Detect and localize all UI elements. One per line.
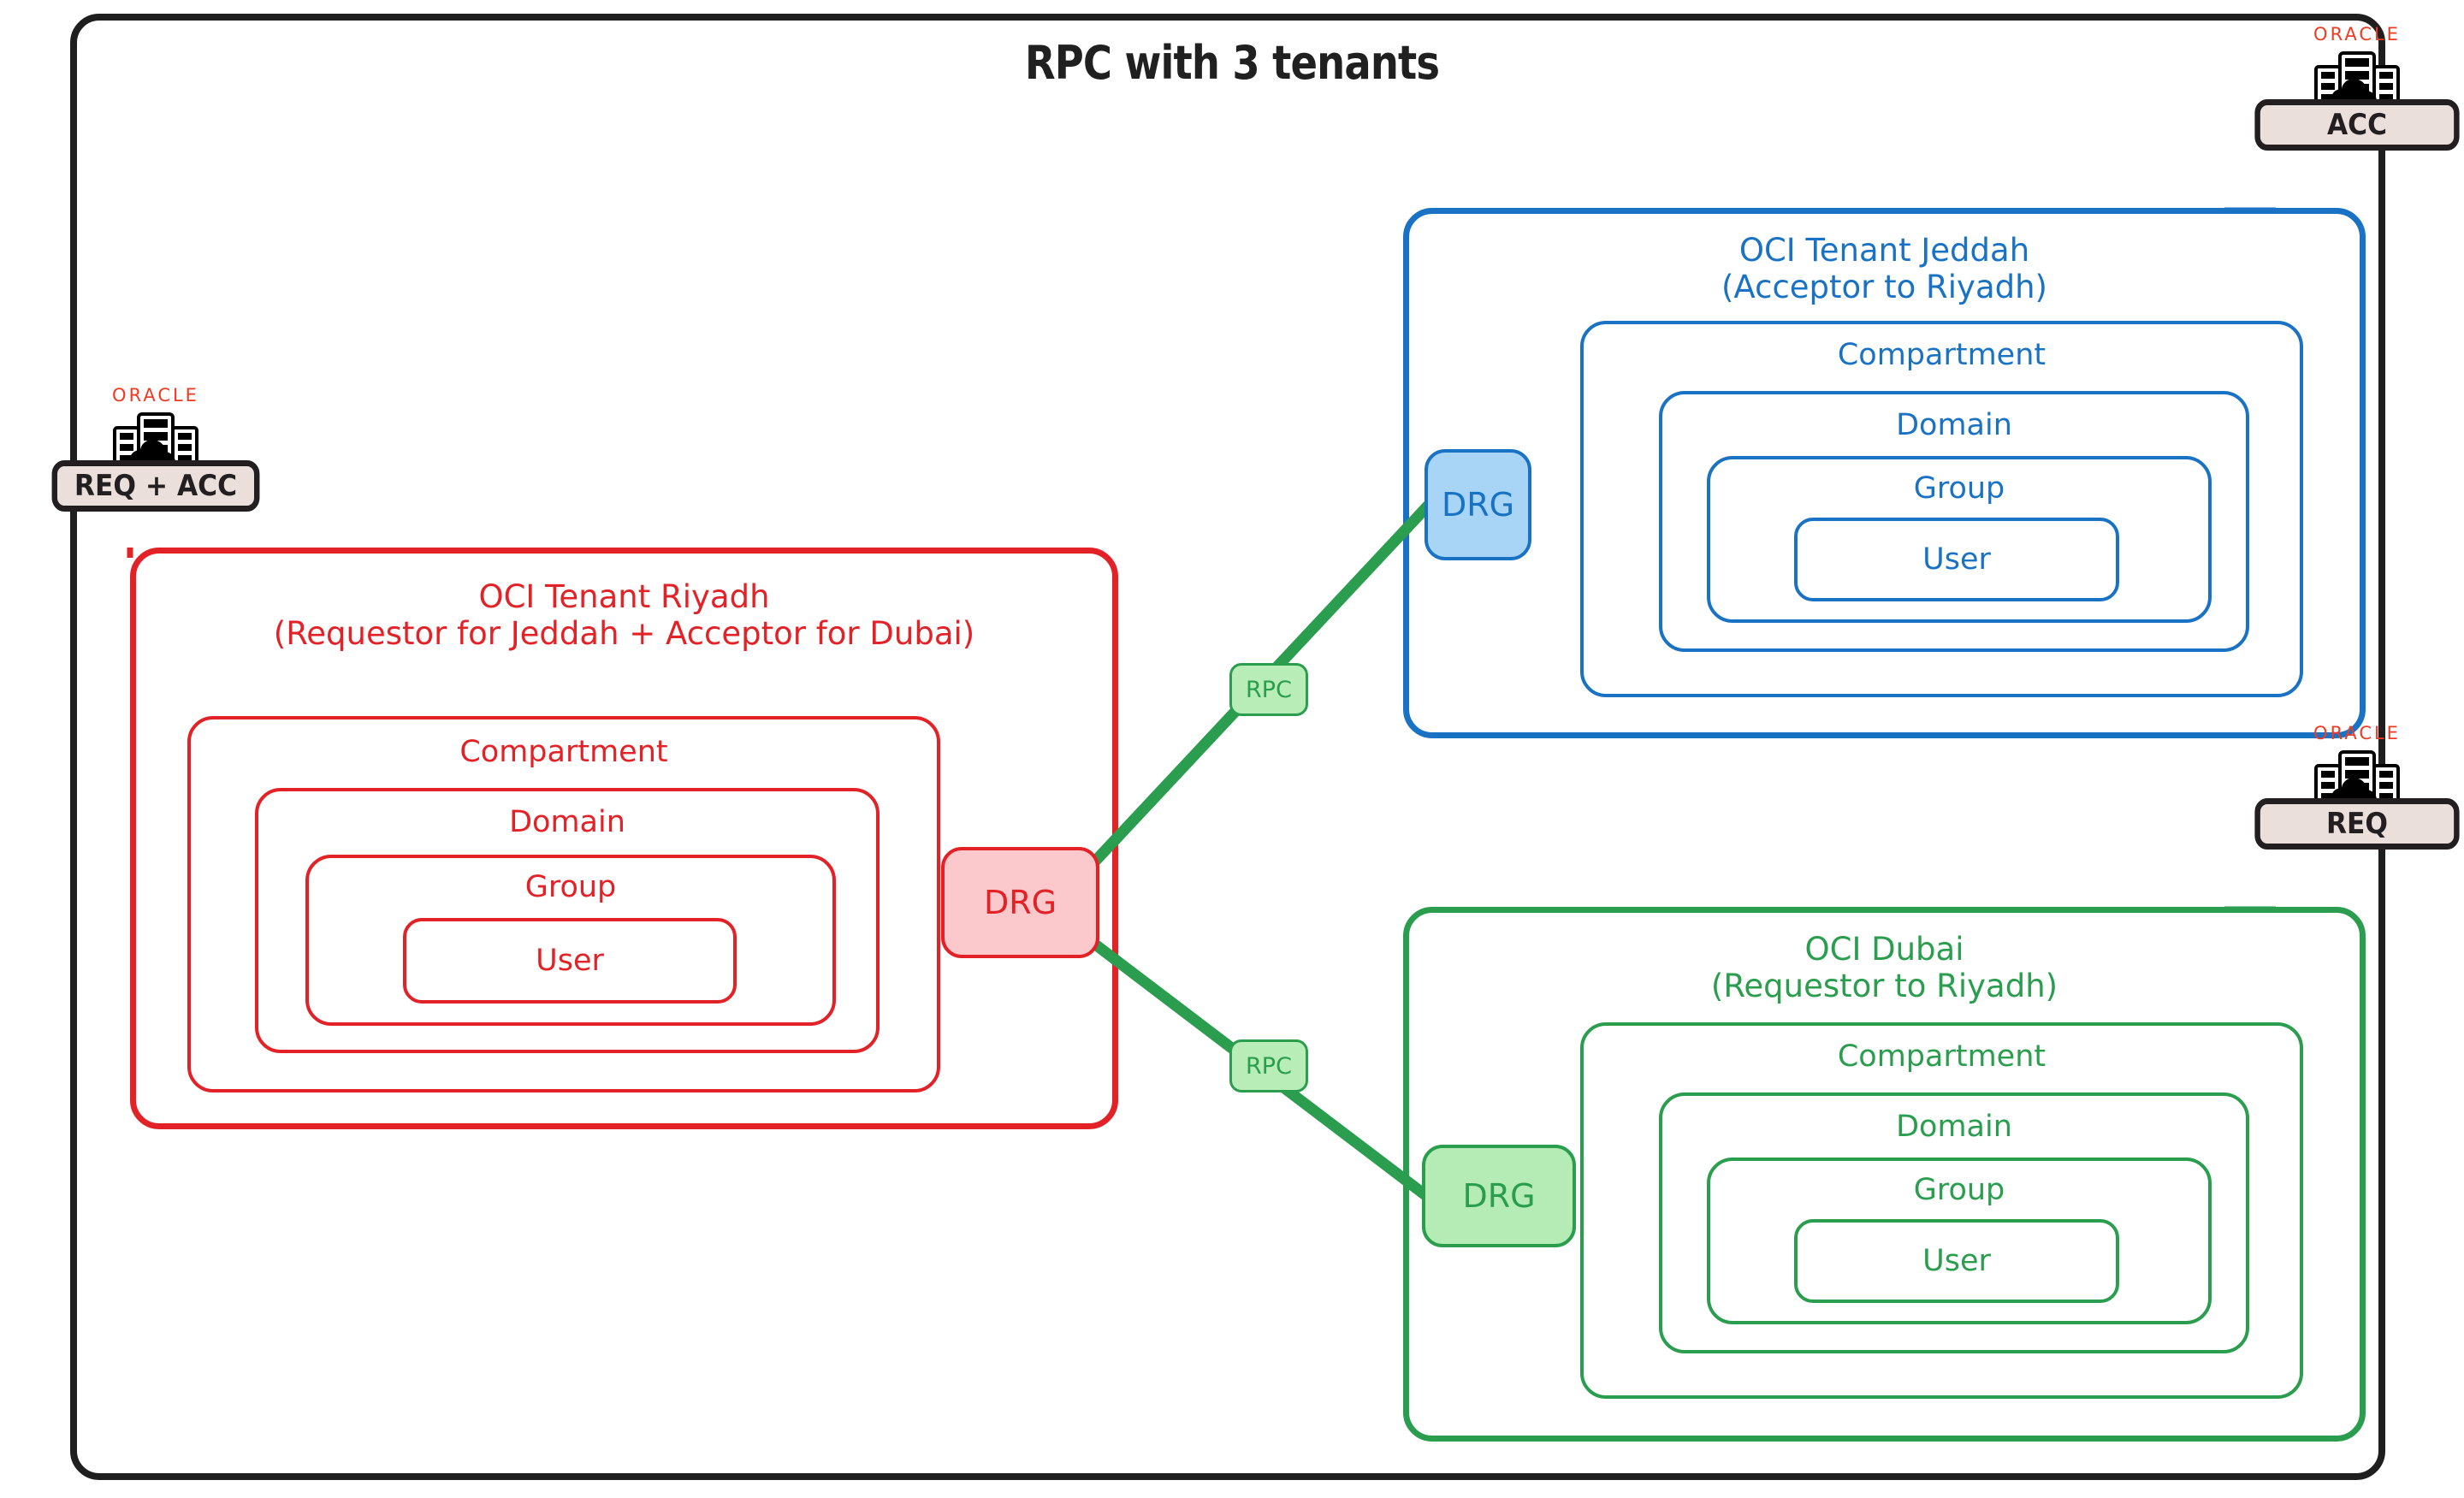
rpc-label-jeddah[interactable]: RPC <box>1229 663 1308 716</box>
riyadh-compartment-label: Compartment <box>459 735 668 769</box>
tenant-riyadh-name: OCI Tenant Riyadh <box>478 578 770 615</box>
tenant-dubai[interactable]: OCI Dubai (Requestor to Riyadh) Compartm… <box>1403 907 2366 1442</box>
jeddah-compartment-label: Compartment <box>1837 338 2046 372</box>
tenant-riyadh[interactable]: OCI Tenant Riyadh (Requestor for Jeddah … <box>130 548 1118 1129</box>
oracle-wordmark: ORACLE <box>2313 24 2401 44</box>
dubai-group[interactable]: Group User <box>1707 1158 2212 1324</box>
riyadh-domain[interactable]: Domain Group User <box>255 788 880 1053</box>
tenant-jeddah-title: OCI Tenant Jeddah (Acceptor to Riyadh) <box>1409 232 2360 306</box>
dubai-group-label: Group <box>1913 1173 2005 1207</box>
riyadh-user[interactable]: User <box>403 918 737 1004</box>
jeddah-user[interactable]: User <box>1794 518 2119 601</box>
tenant-dubai-title: OCI Dubai (Requestor to Riyadh) <box>1409 931 2360 1005</box>
dubai-user[interactable]: User <box>1794 1219 2119 1303</box>
drg-jeddah[interactable]: DRG <box>1424 449 1531 560</box>
jeddah-compartment[interactable]: Compartment Domain Group User <box>1580 321 2303 697</box>
riyadh-domain-label: Domain <box>509 805 625 839</box>
dubai-user-label: User <box>1922 1244 1991 1278</box>
tenant-riyadh-role: (Requestor for Jeddah + Acceptor for Dub… <box>273 614 975 652</box>
jeddah-user-label: User <box>1922 542 1991 577</box>
badge-req-acc[interactable]: REQ + ACC <box>51 460 260 512</box>
riyadh-compartment[interactable]: Compartment Domain Group User <box>187 716 940 1092</box>
rpc-label-dubai[interactable]: RPC <box>1229 1039 1308 1092</box>
jeddah-domain-label: Domain <box>1896 408 2012 442</box>
badge-acc-group: ORACLE ACC <box>2246 24 2464 151</box>
badge-acc[interactable]: ACC <box>2254 99 2460 151</box>
oracle-wordmark: ORACLE <box>112 385 199 406</box>
tenant-jeddah[interactable]: OCI Tenant Jeddah (Acceptor to Riyadh) C… <box>1403 208 2366 738</box>
dubai-domain[interactable]: Domain Group User <box>1659 1092 2249 1353</box>
page-title: RPC with 3 tenants <box>1024 36 1440 90</box>
badge-req[interactable]: REQ <box>2254 798 2460 850</box>
jeddah-group[interactable]: Group User <box>1707 456 2212 623</box>
badge-req-acc-group: ORACLE <box>43 385 269 512</box>
drg-riyadh[interactable]: DRG <box>941 847 1099 958</box>
diagram-outer-frame <box>70 14 2385 1480</box>
jeddah-group-label: Group <box>1913 471 2005 506</box>
oracle-wordmark: ORACLE <box>2313 723 2401 743</box>
badge-req-group: ORACLE REQ <box>2246 723 2464 850</box>
dubai-domain-label: Domain <box>1896 1110 2012 1144</box>
drg-dubai[interactable]: DRG <box>1422 1145 1576 1247</box>
riyadh-user-label: User <box>536 944 604 978</box>
riyadh-group[interactable]: Group User <box>305 855 836 1026</box>
tenant-dubai-name: OCI Dubai <box>1804 931 1964 968</box>
tenant-dubai-role: (Requestor to Riyadh) <box>1710 967 2058 1004</box>
riyadh-group-label: Group <box>524 870 617 904</box>
tenant-jeddah-name: OCI Tenant Jeddah <box>1738 232 2030 269</box>
dubai-compartment[interactable]: Compartment Domain Group User <box>1580 1022 2303 1399</box>
dubai-compartment-label: Compartment <box>1837 1039 2046 1074</box>
tenant-riyadh-title: OCI Tenant Riyadh (Requestor for Jeddah … <box>136 578 1112 653</box>
tenant-jeddah-role: (Acceptor to Riyadh) <box>1721 268 2047 305</box>
jeddah-domain[interactable]: Domain Group User <box>1659 391 2249 652</box>
